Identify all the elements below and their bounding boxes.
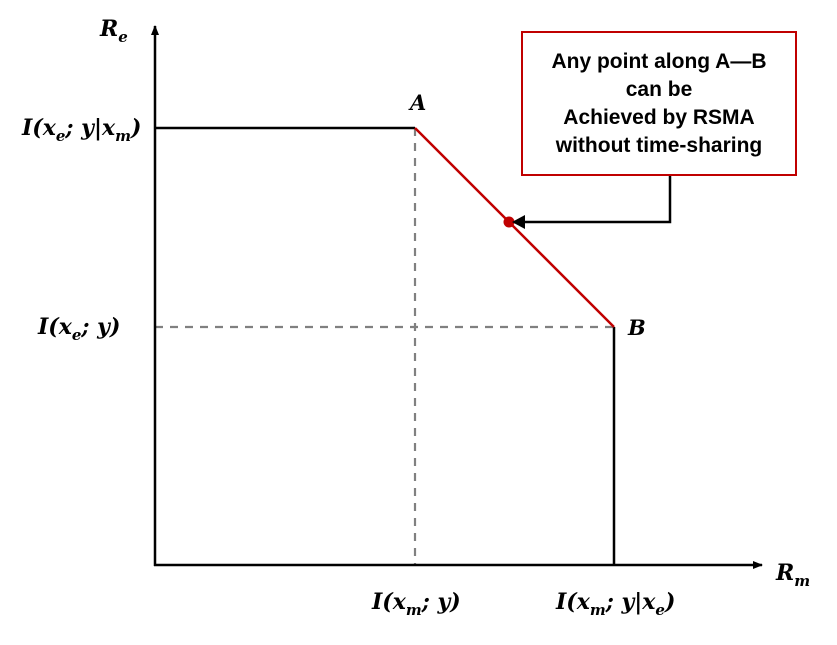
x-axis-label: Rm [775, 560, 810, 590]
y-tick-label-upper: I(xe; y|xm) [21, 115, 141, 145]
point-on-ab-marker [503, 216, 515, 228]
point-b-label: B [627, 315, 646, 340]
callout-arrowhead [512, 215, 525, 229]
y-tick-label-lower: I(xe; y) [37, 314, 120, 344]
callout-line-3: Achieved by RSMA [563, 105, 755, 129]
callout-line-1: Any point along A—B [551, 49, 767, 73]
callout-line-2: can be [625, 77, 693, 101]
point-a-label: A [408, 90, 426, 115]
x-tick-label-right: I(xm; y|xe) [555, 589, 675, 619]
y-axis-label: Re [99, 16, 128, 46]
callout-connector-line [522, 176, 672, 224]
x-tick-label-left: I(xm; y) [371, 589, 461, 619]
callout-line-4: without time-sharing [555, 133, 763, 157]
segment-a-b [414, 127, 615, 328]
callout-box: Any point along A—B can be Achieved by R… [521, 31, 797, 176]
